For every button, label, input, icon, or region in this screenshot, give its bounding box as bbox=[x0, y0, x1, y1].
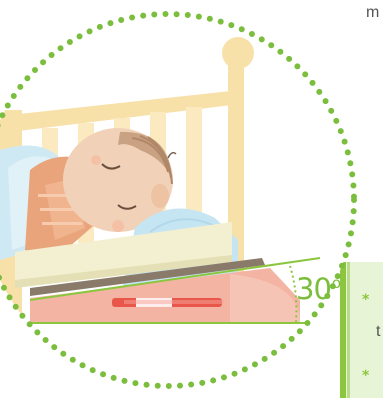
incline-angle-label: 30o bbox=[296, 272, 340, 306]
clipped-text-top: m bbox=[366, 4, 379, 22]
clipped-text-side: t bbox=[376, 323, 380, 341]
bullet-icon: * bbox=[362, 292, 369, 308]
incline-angle-value: 30 bbox=[296, 272, 331, 306]
degree-symbol: o bbox=[332, 274, 340, 292]
bullet-icon: * bbox=[362, 368, 369, 384]
